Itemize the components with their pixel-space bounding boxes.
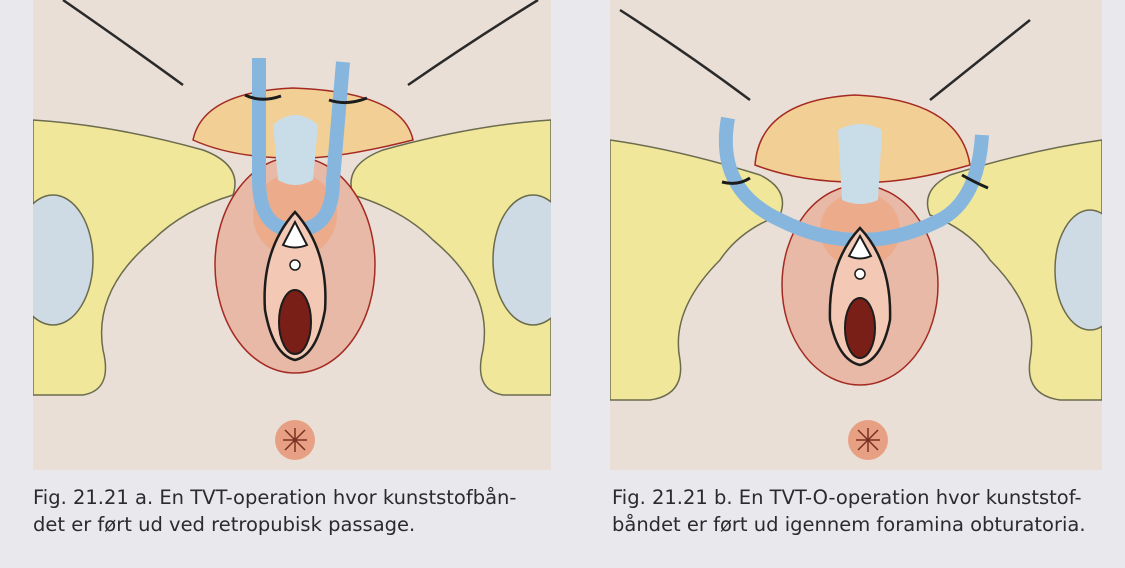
right-hip-joint — [1054, 209, 1102, 331]
anal-folds — [283, 428, 307, 452]
right-pelvic-bone — [350, 119, 551, 396]
right-suture-mark — [961, 173, 989, 190]
urethral-opening — [854, 268, 866, 280]
anal-folds — [856, 428, 880, 452]
figure-b-illustration — [610, 0, 1102, 470]
right-thigh-line — [407, 0, 539, 87]
figure-a-caption: Fig. 21.21 a. En TVT-operation hvor kuns… — [33, 484, 563, 538]
left-suture-mark — [721, 176, 751, 185]
bladder-neck — [838, 124, 882, 204]
right-suture-mark — [328, 96, 368, 105]
vaginal-opening — [844, 297, 876, 359]
left-thigh-line — [619, 8, 751, 102]
clitoris — [847, 233, 873, 260]
figure-a-illustration — [33, 0, 551, 470]
tvt-o-transobturator-illustration — [610, 8, 1102, 460]
left-pelvic-bone — [33, 119, 236, 396]
caption-line: Fig. 21.21 b. En TVT-O-operation hvor ku… — [612, 486, 1082, 509]
right-hip-joint — [492, 194, 551, 326]
bladder-neck — [273, 115, 318, 185]
left-pelvic-bone — [610, 139, 784, 401]
left-thigh-line — [62, 0, 184, 87]
figure-b-caption: Fig. 21.21 b. En TVT-O-operation hvor ku… — [612, 484, 1112, 538]
caption-line: båndet er ført ud igennem foramina obtur… — [612, 513, 1086, 536]
caption-line: det er ført ud ved retropubisk passage. — [33, 513, 416, 536]
right-thigh-line — [929, 19, 1031, 101]
caption-line: Fig. 21.21 a. En TVT-operation hvor kuns… — [33, 486, 517, 509]
vaginal-opening — [278, 289, 312, 355]
urethral-opening — [289, 259, 301, 271]
left-hip-joint — [33, 194, 94, 326]
clitoris — [281, 219, 309, 249]
right-pelvic-bone — [926, 139, 1102, 401]
tvt-retropubic-illustration — [33, 0, 551, 460]
left-suture-mark — [244, 93, 282, 101]
